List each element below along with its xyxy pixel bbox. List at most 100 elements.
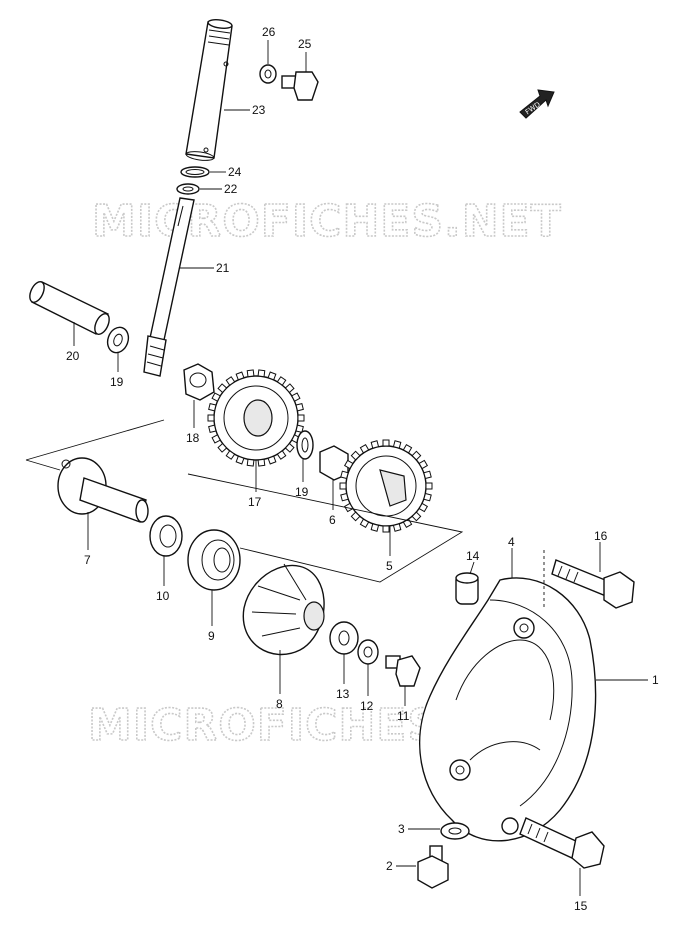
gear-tooth — [343, 502, 354, 513]
gear-tooth — [425, 482, 433, 490]
callout-25: 25 — [298, 37, 312, 51]
gear-tooth — [343, 459, 354, 470]
gear-tooth — [359, 443, 370, 454]
part-5-driven-gear — [339, 439, 433, 533]
gear-tooth — [418, 502, 429, 513]
gear-tooth — [392, 523, 402, 532]
callout-11: 11 — [397, 709, 410, 723]
gear-tooth — [208, 424, 217, 434]
part-22-washer — [176, 183, 200, 195]
gear-tooth — [402, 443, 413, 454]
part-15-bolt — [519, 817, 605, 869]
gear-tooth — [276, 450, 287, 460]
gear-tooth — [295, 424, 304, 434]
part-19-washer-upper — [106, 326, 130, 354]
part-12-washer — [357, 639, 379, 665]
callout-9: 9 — [208, 629, 215, 643]
watermark-top: MICROFICHES.NET — [92, 196, 562, 247]
callout-1: 1 — [652, 673, 659, 687]
callout-20: 20 — [66, 349, 80, 363]
gear-tooth — [211, 434, 221, 444]
callout-5: 5 — [386, 559, 393, 573]
gear-tooth — [340, 470, 349, 480]
callout-22: 22 — [224, 182, 238, 196]
gear-tooth — [246, 369, 255, 378]
callout-17: 17 — [248, 495, 262, 509]
gear-tooth — [211, 392, 221, 402]
gear-tooth — [350, 450, 361, 461]
part-2-bolt — [417, 845, 449, 889]
gear-tooth — [392, 440, 402, 449]
gear-tooth — [423, 470, 432, 480]
callout-21: 21 — [216, 261, 230, 275]
gear-tooth — [411, 450, 422, 461]
callout-24: 24 — [228, 165, 242, 179]
callout-26: 26 — [262, 25, 276, 39]
gear-tooth — [339, 482, 347, 490]
gear-tooth — [291, 392, 301, 402]
callout-19-upper: 19 — [110, 375, 124, 389]
gear-tooth — [370, 440, 380, 449]
gear-tooth — [217, 442, 228, 453]
part-3-washer — [440, 822, 470, 840]
gear-tooth — [284, 442, 295, 453]
callout-12: 12 — [360, 699, 374, 713]
callout-10: 10 — [156, 589, 170, 603]
callout-18: 18 — [186, 431, 200, 445]
gear-tooth — [284, 383, 295, 394]
gear-tooth — [382, 439, 390, 447]
callout-15: 15 — [574, 899, 588, 913]
gear-tooth — [423, 492, 432, 502]
part-10-oil-seal — [149, 515, 183, 557]
gear-tooth — [382, 525, 390, 533]
gear-tooth — [235, 455, 245, 465]
gear-tooth — [257, 458, 266, 467]
gear-tooth — [370, 523, 380, 532]
part-21-kick-shaft — [143, 197, 195, 377]
part-18-collar — [183, 363, 215, 401]
part-20-sleeve — [29, 281, 110, 335]
gear-tooth — [350, 511, 361, 522]
gear-tooth — [225, 376, 236, 386]
part-24-oring — [180, 166, 210, 178]
gear-tooth — [418, 459, 429, 470]
part-13-washer — [329, 621, 359, 655]
callout-7: 7 — [84, 553, 91, 567]
gear-tooth — [340, 492, 349, 502]
callout-2: 2 — [386, 859, 393, 873]
part-23-shaft-sleeve — [185, 19, 233, 161]
part-11-bolt — [385, 655, 421, 687]
gear-tooth — [267, 455, 277, 465]
part-14-dowel — [455, 572, 479, 605]
part-16-bolt — [551, 559, 635, 609]
callout-23: 23 — [252, 103, 266, 117]
callout-4: 4 — [508, 535, 515, 549]
callout-13: 13 — [336, 687, 350, 701]
gear-tooth — [359, 518, 370, 529]
gear-tooth — [411, 511, 422, 522]
part-8-impeller — [242, 563, 325, 656]
callout-3: 3 — [398, 822, 405, 836]
gear-tooth — [246, 458, 255, 467]
callout-6: 6 — [329, 513, 336, 527]
gear-tooth — [257, 369, 266, 378]
gear-tooth — [276, 376, 287, 386]
part-7-starter-shaft — [57, 457, 149, 523]
part-25-bolt — [281, 71, 319, 101]
gear-tooth — [295, 402, 304, 412]
fwd-arrow-icon: FWD — [519, 89, 555, 119]
gear-tooth — [207, 414, 215, 422]
callout-8: 8 — [276, 697, 283, 711]
callout-19-lower: 19 — [295, 485, 309, 499]
callout-14: 14 — [466, 549, 480, 563]
gear-tooth — [208, 402, 217, 412]
gear-tooth — [217, 383, 228, 394]
part-19-washer-lower — [296, 430, 314, 460]
part-26-washer — [259, 64, 277, 84]
part-17-kick-gear — [207, 369, 305, 467]
gear-tooth — [297, 414, 305, 422]
callout-labels: 26 25 23 24 22 21 20 19 18 17 19 6 5 7 1… — [66, 25, 659, 913]
gear-tooth — [267, 371, 277, 381]
gear-tooth — [225, 450, 236, 460]
